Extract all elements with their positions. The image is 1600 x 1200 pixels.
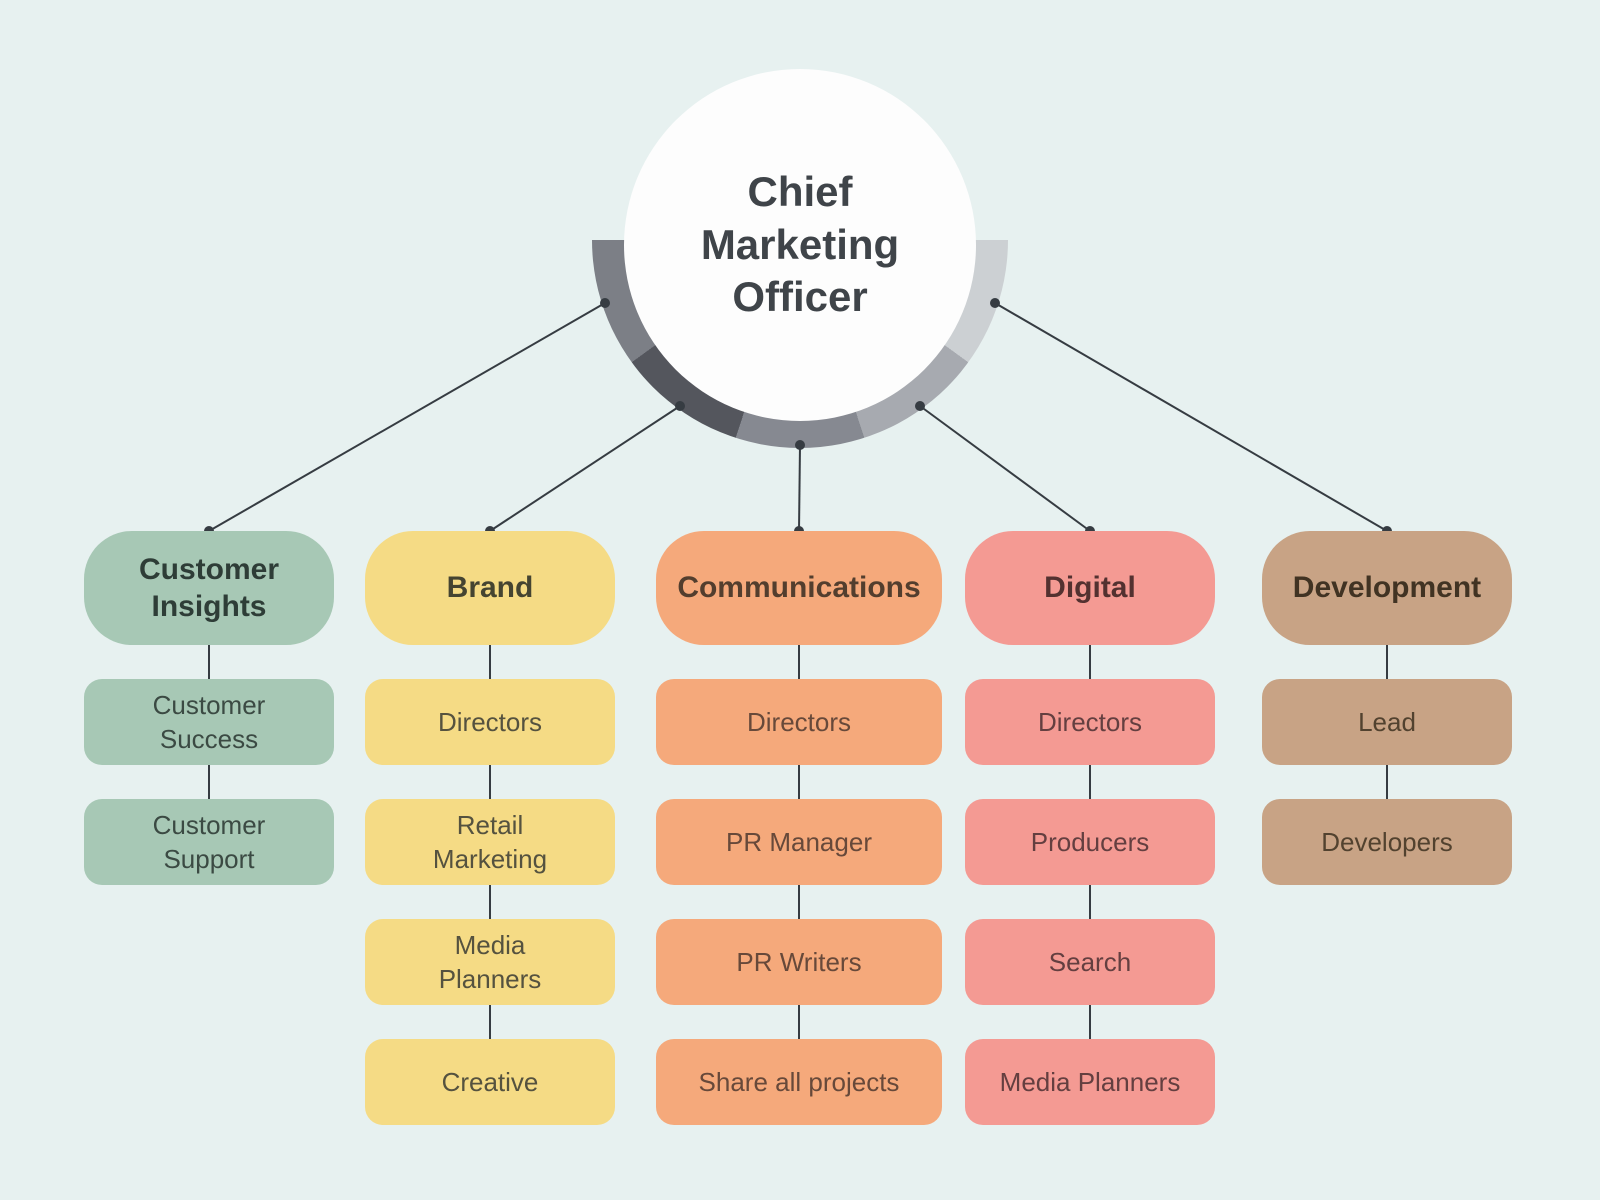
node-digital-media-planners: Media Planners [965,1039,1215,1125]
department-header-brand: Brand [365,531,615,645]
node-label: Share all projects [698,1066,900,1097]
node-developers: Developers [1262,799,1512,885]
department-label: Communications [677,571,921,605]
node-retail-marketing: Retail Marketing [365,799,615,885]
department-header-digital: Digital [965,531,1215,645]
node-search: Search [965,919,1215,1005]
node-label: Directors [437,706,542,737]
node-label: Directors [1037,706,1142,737]
node-label: Media Planners [438,929,542,994]
department-label: Brand [446,571,534,605]
node-label: Developers [1321,826,1453,857]
node-label: Media Planners [999,1066,1181,1097]
node-digital-directors: Directors [965,679,1215,765]
node-label: Retail Marketing [432,809,548,874]
node-share-all-projects: Share all projects [656,1039,942,1125]
node-label: Producers [1030,826,1150,857]
node-lead: Lead [1262,679,1512,765]
department-header-customer-insights: Customer Insights [84,531,334,645]
node-creative: Creative [365,1039,615,1125]
department-header-development: Development [1262,531,1512,645]
node-label: PR Writers [736,946,862,977]
node-brand-media-planners: Media Planners [365,919,615,1005]
node-label: Search [1048,946,1132,977]
department-header-communications: Communications [656,531,942,645]
department-label: Digital [1044,571,1136,605]
node-label: Creative [441,1066,539,1097]
node-label: Customer Support [152,809,266,874]
node-producers: Producers [965,799,1215,885]
cmo-node: Chief Marketing Officer [624,69,976,421]
node-label: PR Manager [726,826,872,857]
node-label: Directors [746,706,851,737]
node-pr-manager: PR Manager [656,799,942,885]
cmo-title: Chief Marketing Officer [700,168,900,321]
node-customer-support: Customer Support [84,799,334,885]
node-pr-writers: PR Writers [656,919,942,1005]
node-communications-directors: Directors [656,679,942,765]
department-label: Development [1292,571,1482,605]
node-label: Lead [1358,706,1416,737]
department-label: Customer Insights [138,552,280,624]
node-customer-success: Customer Success [84,679,334,765]
node-brand-directors: Directors [365,679,615,765]
node-label: Customer Success [152,689,266,754]
